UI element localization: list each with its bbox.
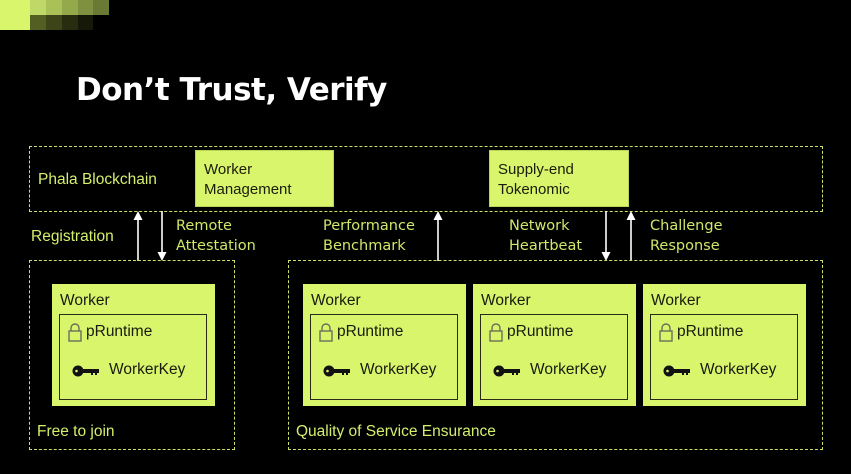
blockchain-label: Phala Blockchain xyxy=(38,171,157,188)
group-label: Free to join xyxy=(37,423,115,440)
module-line2: Management xyxy=(204,181,292,198)
interaction-remote-attestation-1: Remote xyxy=(176,218,232,234)
deco-square xyxy=(78,0,93,15)
arrow-up-icon xyxy=(626,211,636,261)
blockchain-container xyxy=(29,146,823,212)
workerkey-label: WorkerKey xyxy=(530,361,607,378)
deco-square xyxy=(0,0,30,30)
pruntime-enclave: pRuntime WorkerKey xyxy=(650,314,798,400)
deco-square xyxy=(62,15,78,30)
interaction-remote-attestation-2: Attestation xyxy=(176,238,256,254)
interaction-registration: Registration xyxy=(31,228,114,245)
interaction-challenge-response-1: Challenge xyxy=(650,218,723,234)
key-icon xyxy=(663,365,690,377)
pruntime-label: pRuntime xyxy=(337,323,404,340)
group-label: Quality of Service Ensurance xyxy=(296,423,496,440)
module-worker-management: Worker Management xyxy=(195,150,334,207)
group-quality-of-service xyxy=(288,260,823,450)
lock-icon xyxy=(659,323,673,342)
interaction-network-heartbeat-1: Network xyxy=(509,218,570,234)
workerkey-label: WorkerKey xyxy=(360,361,437,378)
arrow-down-icon xyxy=(157,211,167,261)
pruntime-label: pRuntime xyxy=(86,323,153,340)
pruntime-label: pRuntime xyxy=(507,323,574,340)
pruntime-enclave: pRuntime WorkerKey xyxy=(480,314,628,400)
deco-square xyxy=(93,0,109,15)
lock-icon xyxy=(319,323,333,342)
interaction-performance-benchmark-1: Performance xyxy=(323,218,415,234)
arrow-up-icon xyxy=(433,211,443,261)
pruntime-enclave: pRuntime WorkerKey xyxy=(59,314,207,400)
key-icon xyxy=(493,365,520,377)
interaction-network-heartbeat-2: Heartbeat xyxy=(509,238,583,254)
worker-title: Worker xyxy=(60,292,110,309)
lock-icon xyxy=(68,323,82,342)
deco-square xyxy=(30,0,46,15)
module-line1: Supply-end xyxy=(498,161,574,178)
worker-title: Worker xyxy=(481,292,531,309)
worker-card: Worker pRuntime WorkerKey xyxy=(643,284,806,406)
worker-title: Worker xyxy=(311,292,361,309)
workerkey-label: WorkerKey xyxy=(700,361,777,378)
deco-square xyxy=(46,0,62,15)
interaction-challenge-response-2: Response xyxy=(650,238,720,254)
arrow-down-icon xyxy=(601,211,611,261)
lock-icon xyxy=(489,323,503,342)
arrow-up-icon xyxy=(133,211,143,261)
key-icon xyxy=(323,365,350,377)
worker-card: Worker pRuntime WorkerKey xyxy=(473,284,636,406)
worker-card: Worker pRuntime WorkerKey xyxy=(303,284,466,406)
deco-square xyxy=(78,15,93,30)
group-free-to-join xyxy=(29,260,235,450)
key-icon xyxy=(72,365,99,377)
module-line1: Worker xyxy=(204,161,253,178)
interaction-performance-benchmark-2: Benchmark xyxy=(323,238,406,254)
worker-card: Worker pRuntime WorkerKey xyxy=(52,284,215,406)
worker-title: Worker xyxy=(651,292,701,309)
deco-square xyxy=(46,15,62,30)
pruntime-enclave: pRuntime WorkerKey xyxy=(310,314,458,400)
module-line2: Tokenomic xyxy=(498,181,570,198)
pruntime-label: pRuntime xyxy=(677,323,744,340)
workerkey-label: WorkerKey xyxy=(109,361,186,378)
slide-title: Don’t Trust, Verify xyxy=(76,72,387,108)
deco-square xyxy=(62,0,78,15)
module-supply-end-tokenomic: Supply-end Tokenomic xyxy=(489,150,629,207)
deco-square xyxy=(30,15,46,30)
